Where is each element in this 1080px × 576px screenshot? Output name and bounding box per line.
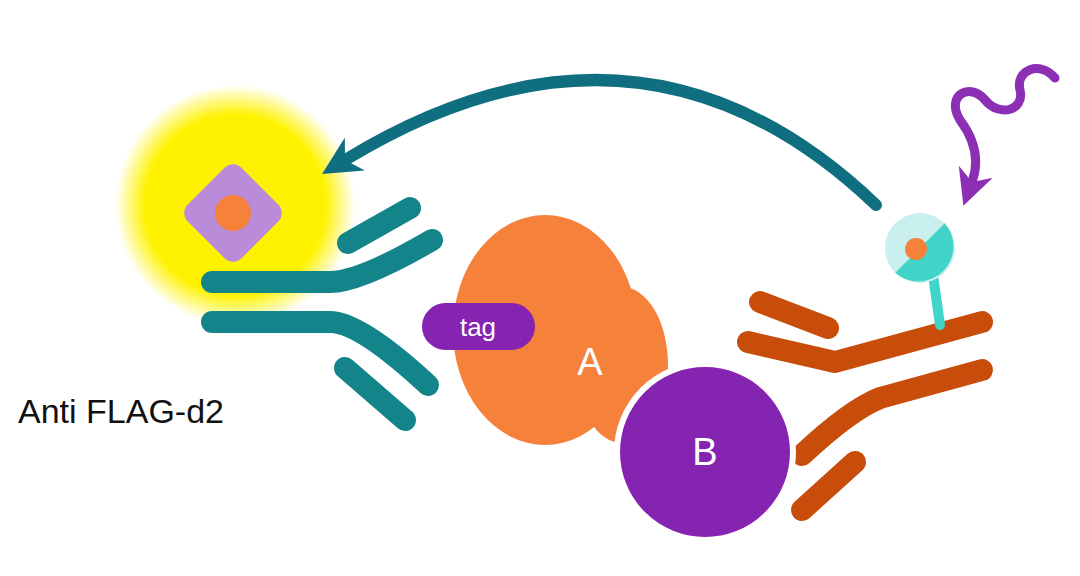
acceptor-d2 — [179, 159, 286, 266]
node-label: A — [577, 343, 602, 381]
protein-b: B — [617, 364, 793, 540]
donor-fluorophore — [885, 213, 955, 283]
node-label: B — [692, 433, 717, 471]
node-label: tag — [460, 314, 496, 340]
tag-pill: tag — [422, 303, 535, 350]
acceptor-core — [215, 195, 251, 231]
fret-arrow — [345, 80, 876, 205]
excitation-light — [955, 69, 1055, 182]
donor-core — [905, 238, 927, 260]
antibody-label: Anti FLAG-d2 — [18, 394, 224, 428]
donor-half — [895, 223, 953, 281]
